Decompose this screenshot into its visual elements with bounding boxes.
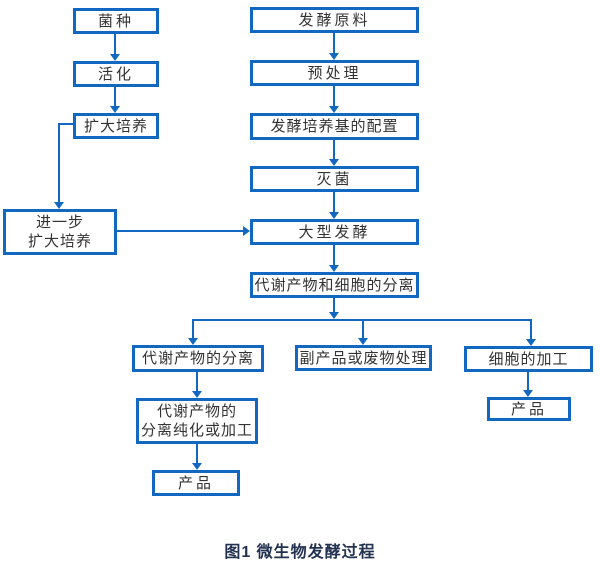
- edge-separation-junction-line: [333, 298, 335, 313]
- node-medium-prep: 发酵培养基的配置: [250, 113, 419, 140]
- node-pretreatment-label: 预处理: [307, 64, 362, 82]
- node-byproduct-treatment: 副产品或废物处理: [295, 345, 432, 371]
- edge-strain-activation-line: [114, 34, 116, 55]
- node-product-left-label: 产品: [177, 474, 214, 492]
- edge-further-largeferm-arrowhead-icon: [243, 226, 250, 236]
- edge-raw-pretreat-line: [333, 33, 335, 54]
- edge-branch-cell-line: [530, 319, 532, 339]
- node-pretreatment: 预处理: [250, 60, 419, 86]
- node-raw-material-label: 发酵原料: [298, 11, 371, 29]
- edge-cell-product-line: [527, 372, 529, 390]
- node-byproduct-treatment-label: 副产品或废物处理: [299, 349, 428, 367]
- node-further-expand-line2: 扩大培养: [27, 233, 92, 250]
- edge-activation-expand-arrowhead-icon: [110, 106, 120, 113]
- node-purification-line1: 代谢产物的: [156, 403, 237, 420]
- node-metabolite-separation-label: 代谢产物的分离: [141, 350, 254, 367]
- edge-activation-expand-line: [114, 87, 116, 107]
- edge-separation-junction-arrowhead-icon: [329, 312, 339, 319]
- edge-cell-product-arrowhead-icon: [523, 390, 533, 397]
- edge-branch-byproduct-arrowhead-icon: [358, 338, 368, 345]
- node-expand-culture-label: 扩大培养: [83, 117, 148, 135]
- node-sterilization: 灭菌: [250, 166, 419, 192]
- node-expand-culture: 扩大培养: [73, 113, 159, 139]
- edge-largeferm-separation-line: [333, 245, 335, 266]
- node-sterilization-label: 灭菌: [316, 170, 353, 188]
- edge-expand-further-arrowhead-icon: [54, 202, 64, 209]
- edge-steril-largeferm-line: [333, 192, 335, 213]
- node-strain-label: 菌种: [97, 12, 134, 30]
- node-raw-material: 发酵原料: [250, 7, 419, 33]
- node-strain: 菌种: [73, 8, 159, 34]
- edge-purification-product-arrowhead-icon: [192, 463, 202, 470]
- edge-pretreat-medium-line: [333, 86, 335, 107]
- node-large-fermentation: 大型发酵: [250, 219, 419, 245]
- edge-branch-metabolite-arrowhead-icon: [188, 338, 198, 345]
- node-separation: 代谢产物和细胞的分离: [250, 272, 419, 298]
- edge-metabolite-purification-arrowhead-icon: [192, 391, 202, 398]
- node-further-expand-line1: 进一步: [35, 214, 84, 231]
- edge-medium-steril-arrowhead-icon: [329, 159, 339, 166]
- node-medium-prep-label: 发酵培养基的配置: [270, 118, 399, 135]
- edge-raw-pretreat-arrowhead-icon: [329, 53, 339, 60]
- node-product-right: 产品: [487, 397, 571, 421]
- node-product-left: 产品: [152, 470, 240, 496]
- node-activation-label: 活化: [97, 65, 134, 83]
- edge-further-largeferm-line: [117, 230, 243, 232]
- node-activation: 活化: [73, 61, 159, 87]
- edge-expand-further-hline: [58, 123, 73, 125]
- edge-branch-byproduct-line: [362, 319, 364, 338]
- edge-expand-further-vline: [58, 123, 60, 203]
- node-product-right-label: 产品: [510, 400, 547, 418]
- edge-pretreat-medium-arrowhead-icon: [329, 106, 339, 113]
- node-purification-line2: 分离纯化或加工: [140, 422, 253, 439]
- node-further-expand: 进一步 扩大培养: [3, 209, 117, 255]
- node-cell-processing: 细胞的加工: [464, 346, 593, 372]
- edge-purification-product-line: [196, 444, 198, 463]
- edge-metabolite-purification-line: [196, 372, 198, 391]
- figure-caption: 图1 微生物发酵过程: [224, 544, 376, 561]
- edge-largeferm-separation-arrowhead-icon: [329, 265, 339, 272]
- edge-steril-largeferm-arrowhead-icon: [329, 212, 339, 219]
- node-cell-processing-label: 细胞的加工: [488, 350, 569, 368]
- node-large-fermentation-label: 大型发酵: [298, 223, 371, 241]
- edge-branch-metabolite-line: [192, 319, 194, 338]
- node-metabolite-separation: 代谢产物的分离: [132, 345, 264, 372]
- node-purification: 代谢产物的 分离纯化或加工: [136, 398, 258, 444]
- edge-medium-steril-line: [333, 140, 335, 160]
- node-separation-label: 代谢产物和细胞的分离: [254, 276, 415, 294]
- edge-strain-activation-arrowhead-icon: [110, 54, 120, 61]
- edge-branch-cell-arrowhead-icon: [526, 339, 536, 346]
